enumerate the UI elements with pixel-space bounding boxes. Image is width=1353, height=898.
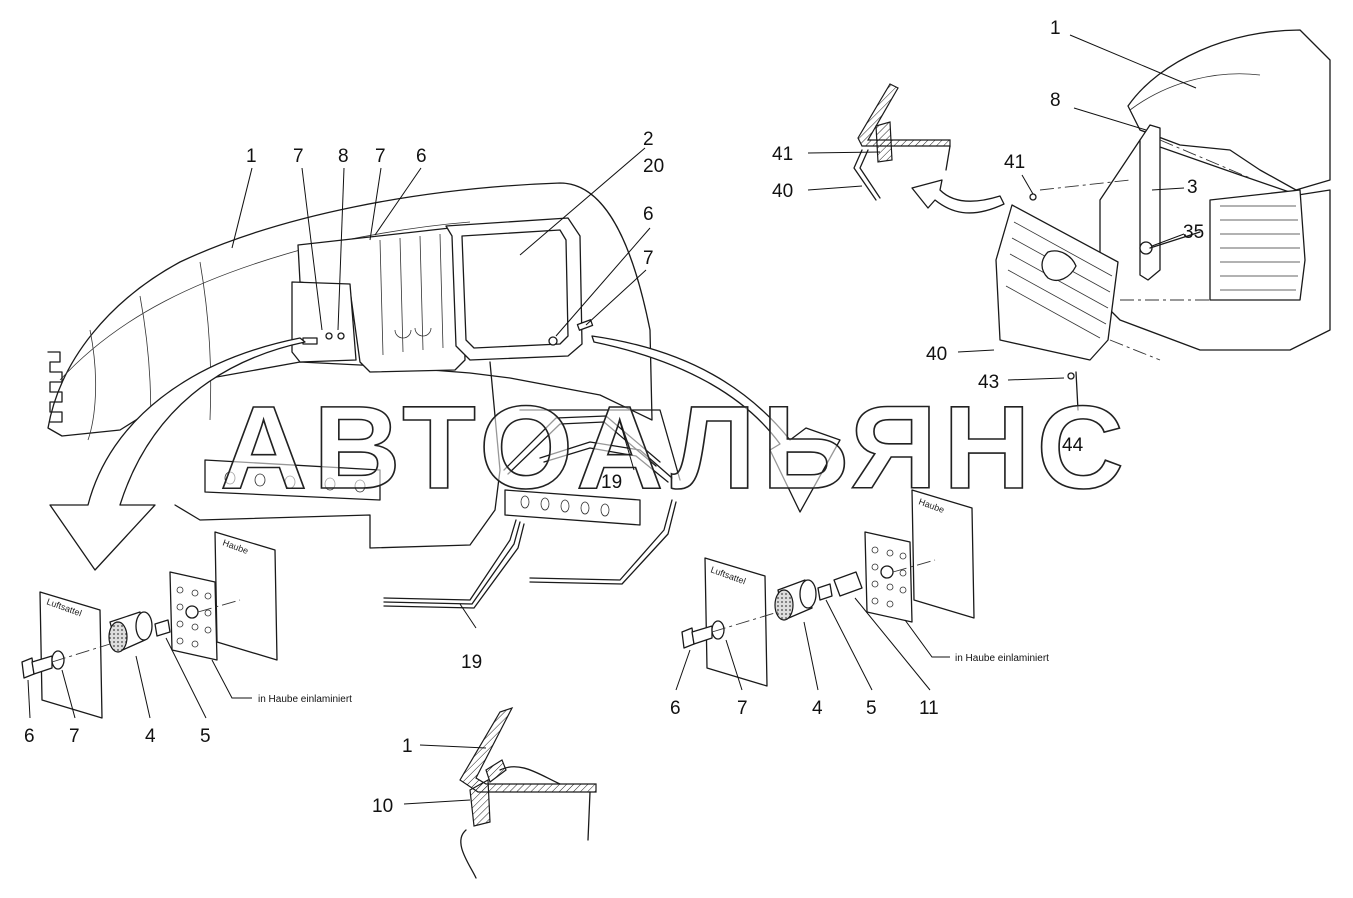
callout-main-1: 1: [246, 146, 257, 167]
callout-grille-3: 3: [1187, 177, 1198, 198]
grille-assembly: [995, 29, 1331, 411]
callout-right-4: 4: [812, 698, 823, 719]
callout-left-5: 5: [200, 726, 211, 747]
callout-right-7: 7: [737, 698, 748, 719]
callout-main-7c: 7: [643, 248, 654, 269]
callout-detail-40: 40: [772, 181, 793, 202]
callout-section-10: 10: [372, 796, 393, 817]
callout-grille-41: 41: [1004, 152, 1025, 173]
callout-grille-44: 44: [1062, 435, 1084, 456]
callout-left-7: 7: [69, 726, 80, 747]
arrow-left-mount: [49, 337, 306, 571]
left-mount-group: [21, 531, 278, 719]
callout-main-6a: 6: [416, 146, 427, 167]
section-detail-bottom: [459, 706, 597, 879]
callout-gasket-19a: 19: [601, 472, 622, 493]
right-mount-group: [681, 489, 975, 687]
callout-grille-43: 43: [978, 372, 999, 393]
callout-grille-35: 35: [1183, 222, 1204, 243]
callout-right-5: 5: [866, 698, 877, 719]
callout-main-7a: 7: [293, 146, 304, 167]
leader-lines: [27, 34, 1197, 805]
arrow-right-mount: [591, 335, 841, 513]
callout-right-11: 11: [919, 698, 939, 719]
note-laminated-left: in Haube einlaminiert: [258, 694, 352, 705]
callout-main-20: 20: [643, 156, 664, 177]
callout-main-8: 8: [338, 146, 349, 167]
arrow-grille-detail: [911, 179, 1005, 214]
callout-detail-41: 41: [772, 144, 793, 165]
callout-section-1: 1: [402, 736, 413, 757]
callout-grille-1: 1: [1050, 18, 1061, 39]
callout-main-7b: 7: [375, 146, 386, 167]
note-laminated-right: in Haube einlaminiert: [955, 653, 1049, 664]
callout-right-6: 6: [670, 698, 681, 719]
callout-grille-8: 8: [1050, 90, 1061, 111]
callout-labels: 1 7 8 7 6 2 20 6 7 19 19 6 7 4 5 6 7 4 5…: [24, 18, 1204, 817]
callout-left-4: 4: [145, 726, 156, 747]
callout-main-6b: 6: [643, 204, 654, 225]
callout-main-2: 2: [643, 129, 654, 150]
callout-gasket-19b: 19: [461, 652, 482, 673]
callout-left-6: 6: [24, 726, 35, 747]
watermark-text: АВТОАЛЬЯНС: [220, 382, 1130, 514]
callout-grille-40: 40: [926, 344, 947, 365]
